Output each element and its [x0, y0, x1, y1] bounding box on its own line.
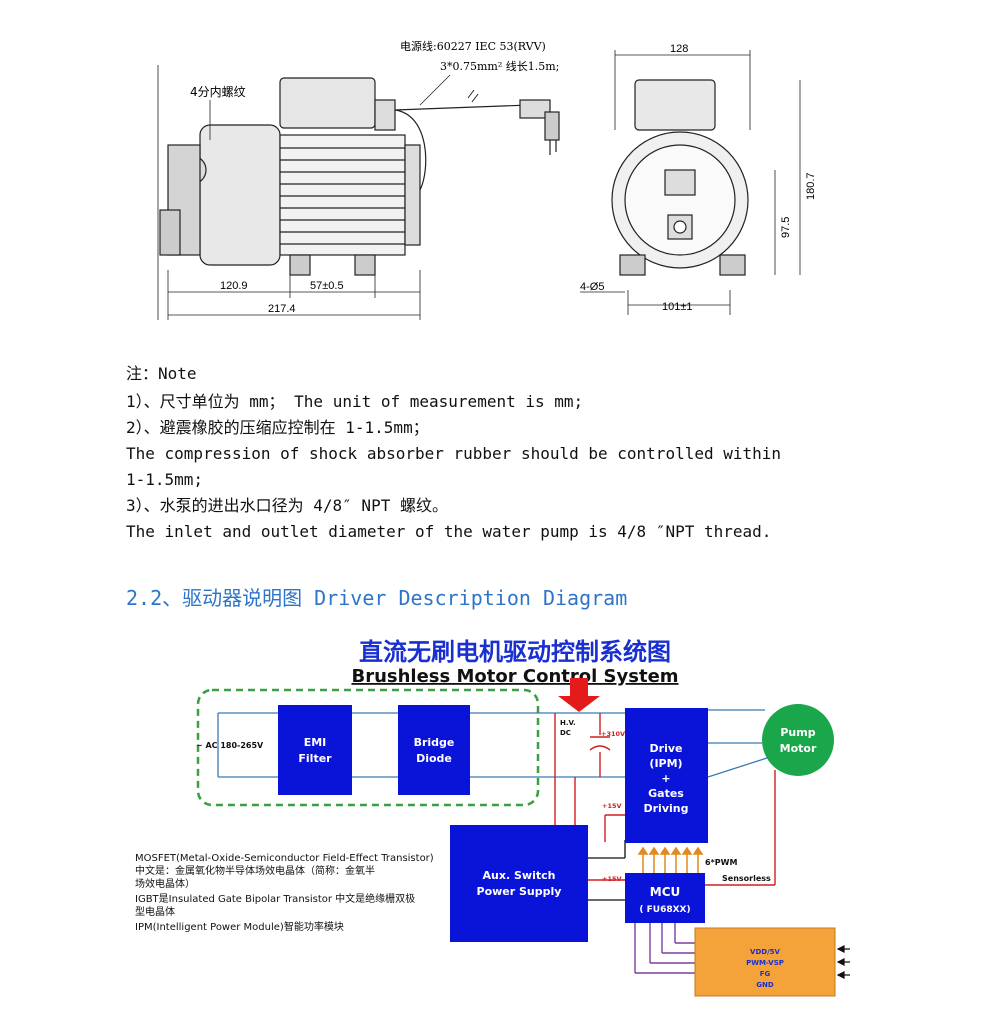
front-dimension-lines — [580, 50, 801, 315]
capacitor-icon — [589, 736, 611, 751]
legend-line-4: IGBT是Insulated Gate Bipolar Transistor 中… — [135, 894, 416, 905]
drive-label-4: Gates — [648, 787, 684, 800]
mcu-label-1: MCU — [650, 885, 681, 899]
bridge-diode-block — [398, 705, 470, 795]
cable-label-1: 电源线:60227 IEC 53(RVV) — [400, 39, 546, 53]
thread-label: 4分内螺纹 — [190, 85, 246, 99]
note-line-4: 1-1.5mm; — [126, 470, 204, 489]
aux-power-block — [450, 825, 588, 942]
mcu-block — [625, 873, 705, 923]
filter-frame — [196, 688, 540, 807]
io-arrows-icon — [836, 945, 850, 979]
hv-dc-1: H.V. — [560, 719, 576, 727]
pump-motor-node — [762, 704, 834, 776]
pwm6-label: 6*PWM — [705, 858, 737, 867]
diagram-title-en: Brushless Motor Control System — [351, 666, 678, 687]
drive-label-5: Driving — [644, 802, 689, 815]
dim-217-4: 217.4 — [268, 303, 296, 315]
pump-front-view — [611, 79, 749, 276]
legend-line-1: MOSFET(Metal-Oxide-Semiconductor Field-E… — [135, 853, 434, 864]
dim-120-9: 120.9 — [220, 280, 248, 292]
input-arrow-icon — [558, 678, 600, 712]
v15-label-b: +15V — [602, 875, 622, 883]
diagram-title-cn: 直流无刷电机驱动控制系统图 — [359, 638, 671, 666]
note-line-3: The compression of shock absorber rubber… — [126, 444, 782, 463]
dim-97-5: 97.5 — [780, 217, 792, 238]
legend-line-2: 中文是：金属氧化物半导体场效电晶体（简称：金氧半 — [135, 866, 375, 877]
drive-label-3: + — [661, 772, 670, 785]
dim-57: 57±0.5 — [310, 280, 344, 292]
io-gnd: GND — [756, 981, 774, 989]
aux-label-2: Power Supply — [477, 885, 562, 898]
drive-ipm-block — [625, 708, 708, 843]
drive-label-2: (IPM) — [649, 757, 682, 770]
dim-128: 128 — [670, 43, 688, 55]
legend-line-3: 场效电晶体） — [135, 879, 195, 890]
pump-dimension-drawing: 120.9 57±0.5 217.4 4分内螺纹 电源线:60227 IEC 5… — [157, 39, 817, 320]
pump-side-view — [159, 77, 560, 276]
emi-label-2: Filter — [298, 752, 332, 765]
note-line-6: The inlet and outlet diameter of the wat… — [126, 522, 772, 541]
dim-4-phi5: 4-Ø5 — [580, 281, 604, 293]
v310-label: +310V — [601, 730, 625, 738]
sensorless-label: Sensorless — [722, 874, 771, 883]
driver-block-diagram: 直流无刷电机驱动控制系统图 Brushless Motor Control Sy… — [196, 638, 850, 997]
bridge-label-2: Diode — [416, 752, 452, 765]
cable-label-2: 3*0.75mm² 线长1.5m; — [440, 59, 559, 73]
mcu-label-2: ( FU68XX) — [639, 905, 690, 915]
emi-label-1: EMI — [304, 736, 327, 749]
section-title: 2.2、驱动器说明图 Driver Description Diagram — [126, 586, 628, 610]
note-heading: 注：Note — [126, 364, 197, 383]
hv-dc-2: DC — [560, 729, 571, 737]
io-pwm: PWM-VSP — [746, 959, 784, 967]
dim-101: 101±1 — [662, 301, 693, 313]
dim-180-7: 180.7 — [805, 172, 817, 200]
bridge-label-1: Bridge — [414, 736, 455, 749]
io-vdd: VDD/5V — [750, 948, 780, 956]
emi-filter-block — [278, 705, 352, 795]
note-line-2: 2）、避震橡胶的压缩应控制在 1-1.5mm； — [126, 418, 429, 437]
note-line-1: 1）、尺寸单位为 mm； The unit of measurement is … — [126, 392, 584, 411]
io-fg: FG — [760, 970, 771, 978]
pump-label-2: Motor — [780, 742, 817, 755]
v15-label-a: +15V — [602, 802, 622, 810]
side-dimension-lines — [157, 65, 421, 320]
aux-label-1: Aux. Switch — [483, 869, 556, 882]
pump-label-1: Pump — [780, 726, 815, 739]
legend-line-5: 型电晶体 — [135, 907, 175, 918]
note-line-5: 3）、水泵的进出水口径为 4/8″ NPT 螺纹。 — [126, 496, 448, 515]
io-interface-block — [694, 927, 836, 997]
drive-label-1: Drive — [650, 742, 683, 755]
legend-line-6: IPM(Intelligent Power Module)智能功率模块 — [135, 922, 344, 933]
ac-label: ~ AC 180-265V — [196, 741, 264, 750]
